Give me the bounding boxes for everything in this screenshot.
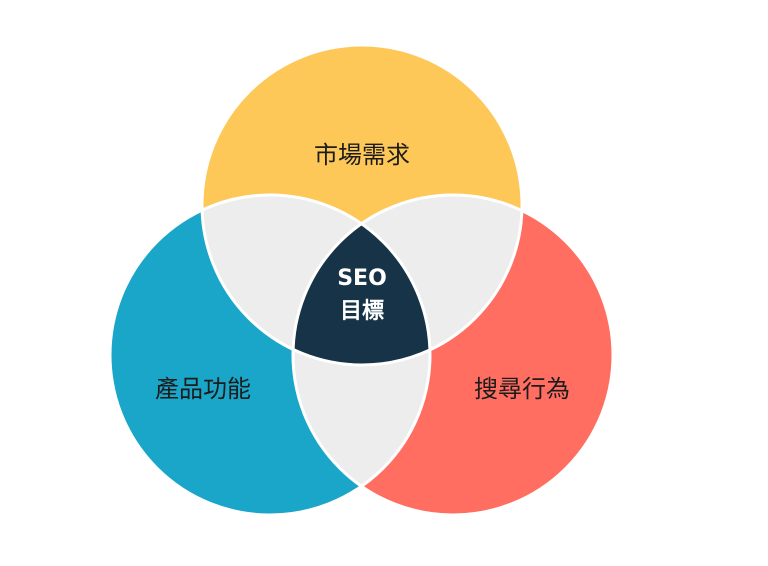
label-right: 搜尋行為 (474, 375, 570, 403)
outline-top (200, 43, 524, 367)
outline-right (291, 193, 615, 517)
outline-left (108, 193, 432, 517)
label-top: 市場需求 (314, 141, 410, 169)
center-label-line1: SEO (337, 266, 387, 291)
center-label-line2: 目標 (340, 299, 384, 324)
center-overlap (293, 195, 430, 365)
label-left: 產品功能 (155, 375, 251, 403)
